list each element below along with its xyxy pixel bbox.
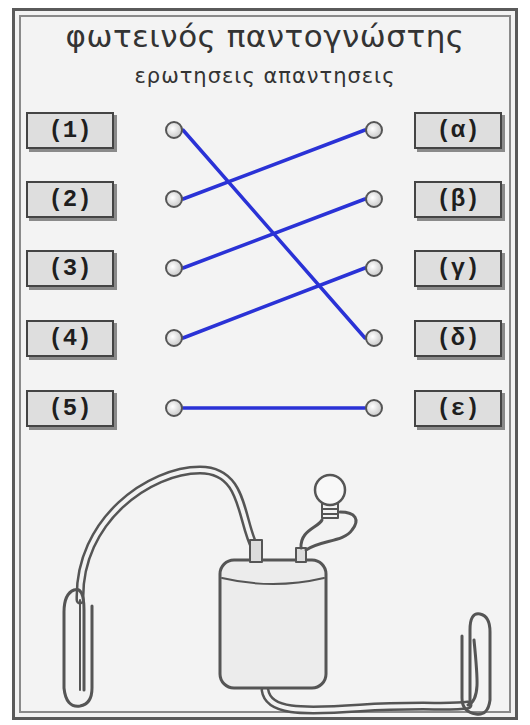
terminal-contact (365, 121, 383, 139)
label-box: (α) (414, 112, 502, 149)
terminal-contact (165, 190, 183, 208)
label-box: (1) (26, 112, 114, 149)
wire-connector (183, 199, 365, 268)
label-box: (β) (414, 181, 502, 218)
wire-connector (183, 268, 365, 338)
terminal-contact (165, 329, 183, 347)
answer-terminal: (ε) (365, 388, 502, 429)
question-terminal: (1) (26, 110, 183, 151)
terminal-contact (365, 259, 383, 277)
subtitle: ερωτησεις απαντησεις (0, 64, 530, 88)
answer-terminal: (δ) (365, 318, 502, 359)
wire-connector (183, 406, 365, 410)
label-box: (δ) (414, 320, 502, 357)
title: φωτεινός παντογνώστης (0, 18, 530, 54)
question-terminal: (3) (26, 248, 183, 289)
label-box: (2) (26, 181, 114, 218)
question-terminal: (2) (26, 179, 183, 220)
label-box: (γ) (414, 250, 502, 287)
label-box: (5) (26, 390, 114, 427)
question-terminal: (5) (26, 388, 183, 429)
answer-terminal: (β) (365, 179, 502, 220)
answer-terminal: (γ) (365, 248, 502, 289)
terminal-contact (165, 399, 183, 417)
label-box: (3) (26, 250, 114, 287)
label-box: (ε) (414, 390, 502, 427)
terminal-contact (365, 399, 383, 417)
terminal-contact (165, 121, 183, 139)
label-box: (4) (26, 320, 114, 357)
terminal-contact (165, 259, 183, 277)
wire-connector (183, 130, 365, 199)
question-terminal: (4) (26, 318, 183, 359)
terminal-contact (365, 329, 383, 347)
wire-connector (183, 130, 365, 338)
answer-terminal: (α) (365, 110, 502, 151)
terminal-contact (365, 190, 383, 208)
